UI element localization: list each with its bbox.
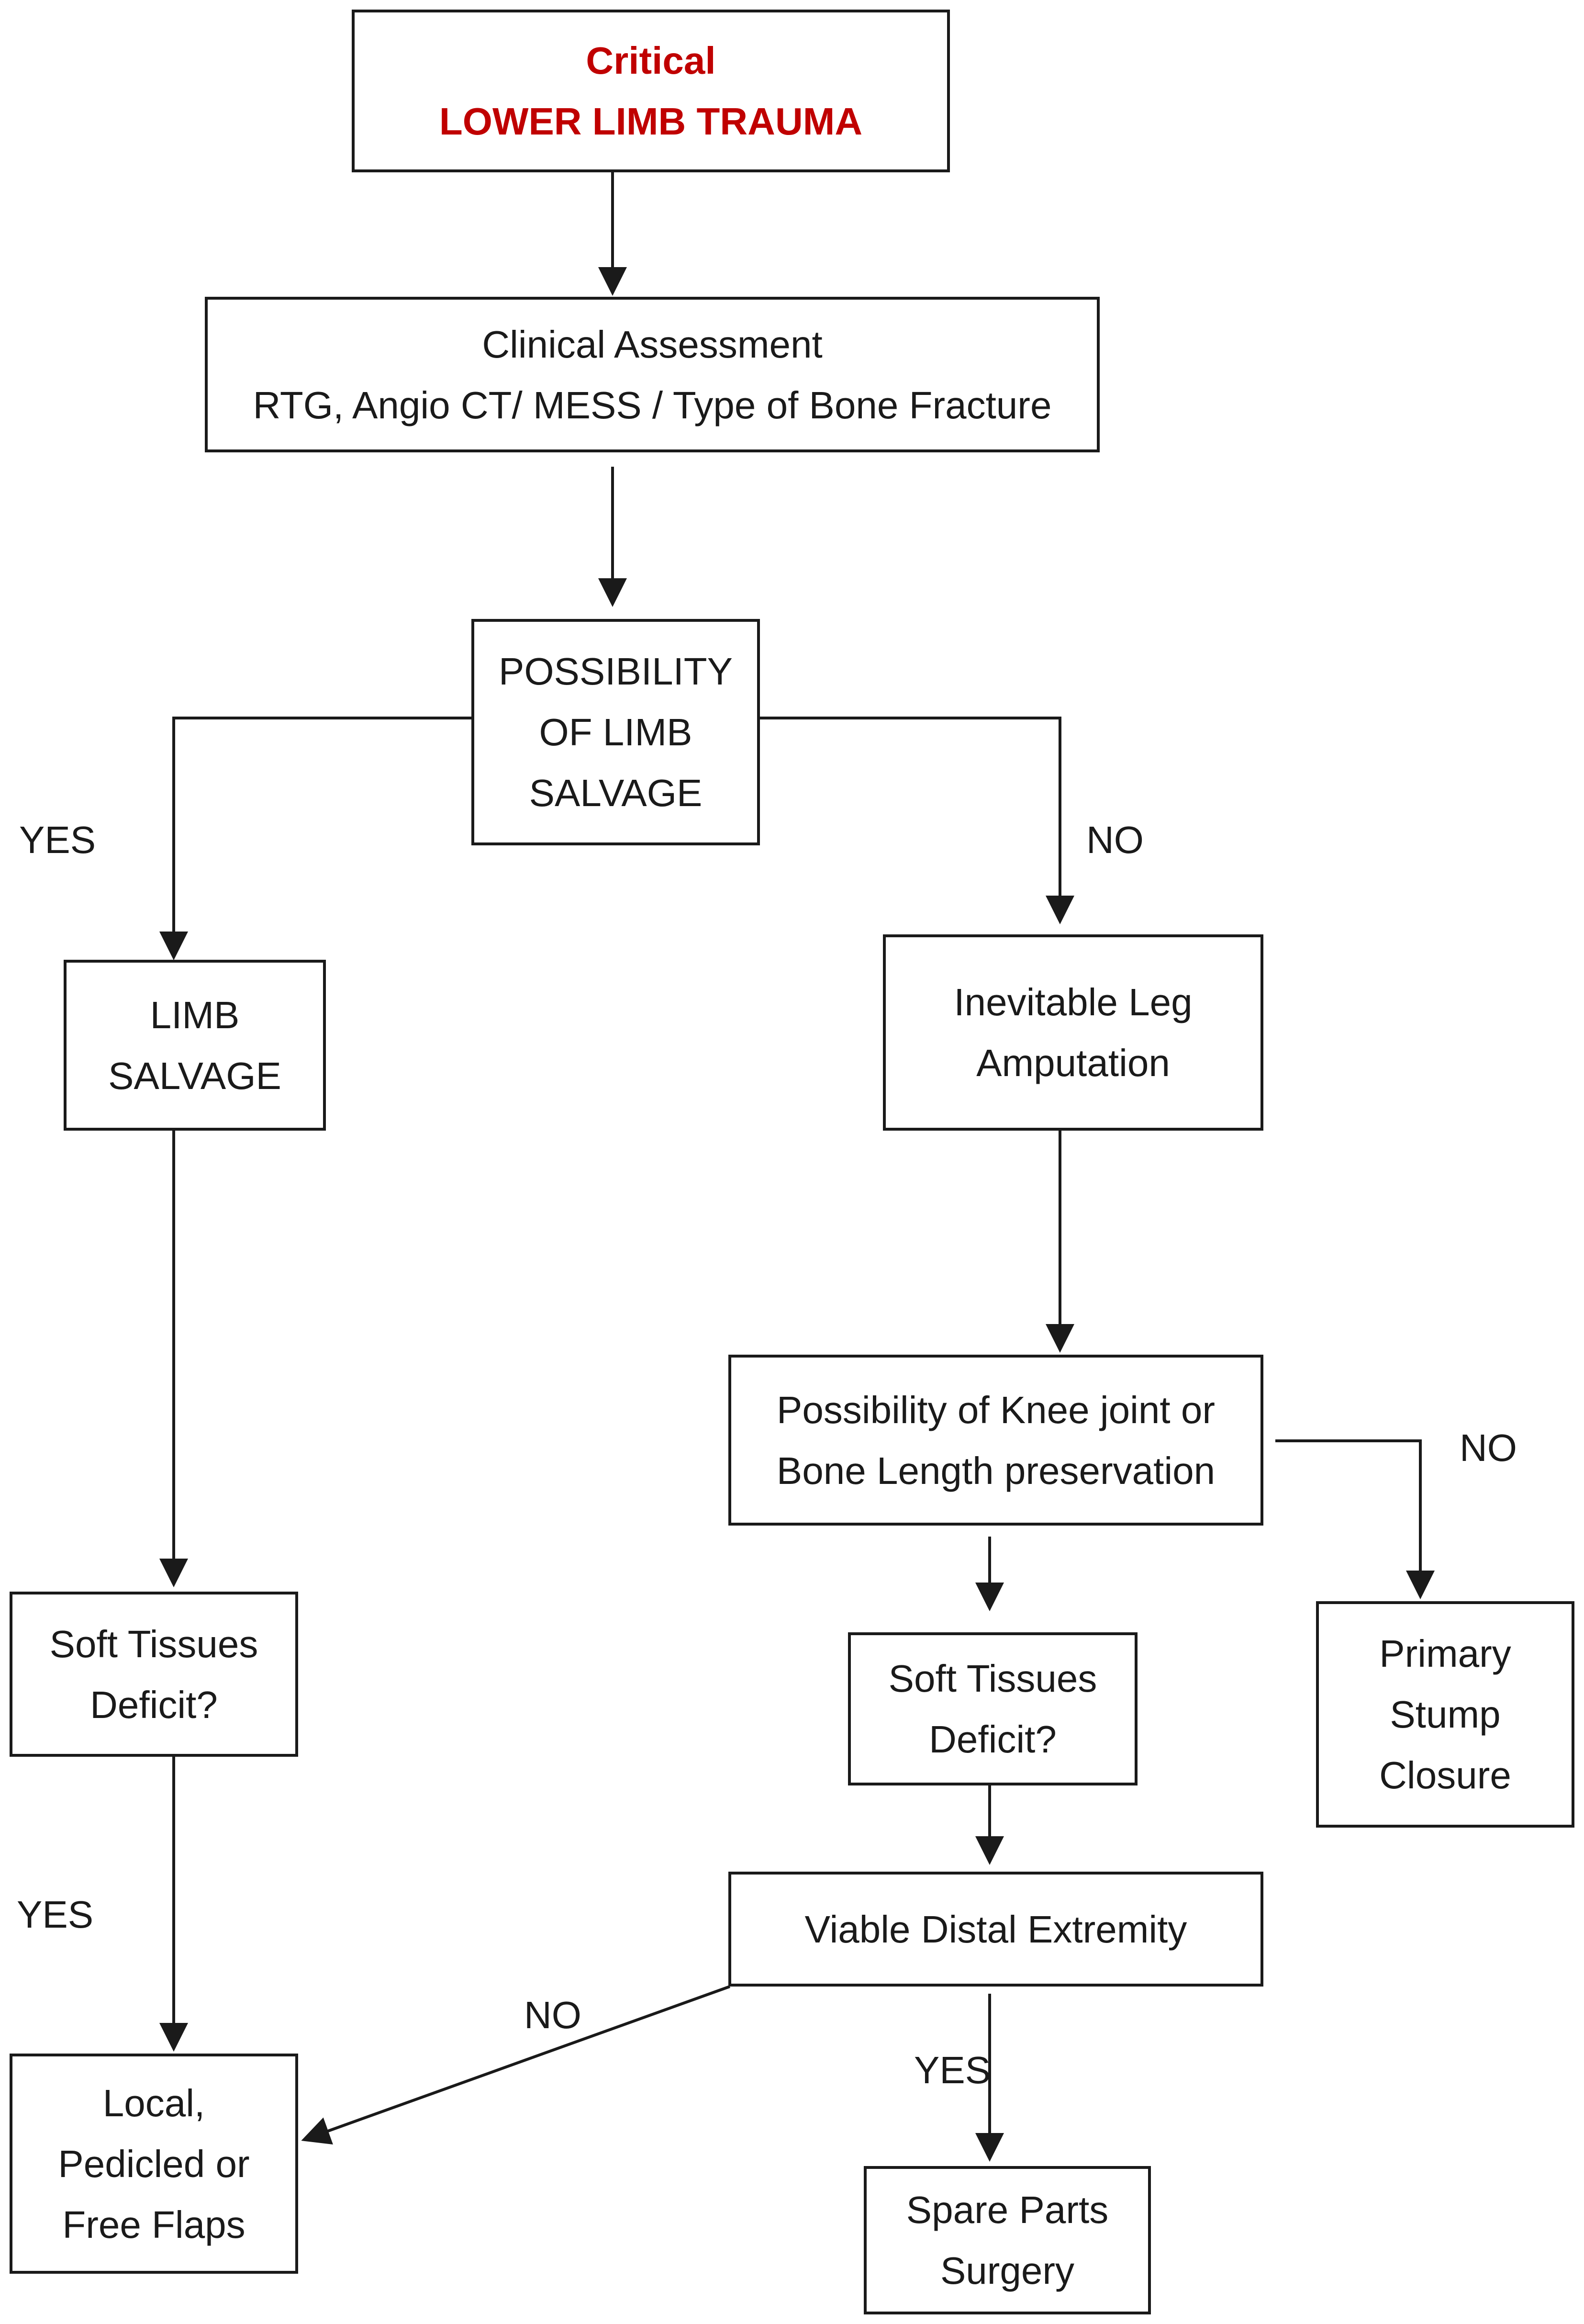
knee-line-2: Bone Length preservation xyxy=(776,1449,1216,1492)
clinical-assessment-detail: RTG, Angio CT/ MESS / Type of Bone Fract… xyxy=(253,383,1052,427)
node-inevitable-leg-amputation: Inevitable Leg Amputation xyxy=(883,934,1263,1131)
limb-salvage-line-1: LIMB xyxy=(150,993,240,1036)
spare-line-1: Spare Parts xyxy=(906,2189,1109,2231)
knee-line-1: Possibility of Knee joint or xyxy=(776,1388,1215,1431)
node-knee-joint-preservation: Possibility of Knee joint or Bone Length… xyxy=(728,1355,1263,1526)
possibility-line-2: OF LIMB xyxy=(539,711,692,753)
possibility-line-3: SALVAGE xyxy=(529,772,703,814)
possibility-line-1: POSSIBILITY xyxy=(498,650,733,693)
amputation-line-1: Inevitable Leg xyxy=(954,981,1193,1023)
node-limb-salvage: LIMB SALVAGE xyxy=(64,960,326,1131)
arrow-viable-no-to-flaps xyxy=(301,1985,731,2144)
stump-line-2: Stump xyxy=(1390,1693,1501,1736)
node-possibility-of-limb-salvage: POSSIBILITY OF LIMB SALVAGE xyxy=(471,619,760,845)
node-soft-tissues-deficit-middle: Soft Tissues Deficit? xyxy=(848,1632,1138,1785)
node-local-pedicled-free-flaps: Local, Pedicled or Free Flaps xyxy=(10,2054,298,2274)
node-soft-tissues-deficit-left: Soft Tissues Deficit? xyxy=(10,1592,298,1757)
limb-salvage-line-2: SALVAGE xyxy=(108,1054,281,1097)
edge-label-yes-soft: YES xyxy=(17,1893,94,1936)
node-primary-stump-closure: Primary Stump Closure xyxy=(1316,1601,1574,1828)
clinical-assessment-title: Clinical Assessment xyxy=(482,323,823,366)
soft-left-line-1: Soft Tissues xyxy=(49,1622,258,1665)
stump-line-3: Closure xyxy=(1379,1754,1511,1796)
edge-label-yes-viable: YES xyxy=(914,2049,991,2091)
flaps-line-2: Pedicled or xyxy=(58,2142,250,2185)
flaps-line-1: Local, xyxy=(102,2081,205,2124)
edge-label-yes-salvage: YES xyxy=(19,819,96,861)
node-clinical-assessment: Clinical Assessment RTG, Angio CT/ MESS … xyxy=(205,297,1100,452)
critical-label: Critical xyxy=(586,39,716,82)
node-viable-distal-extremity: Viable Distal Extremity xyxy=(728,1872,1263,1987)
amputation-line-2: Amputation xyxy=(976,1042,1170,1084)
node-spare-parts-surgery: Spare Parts Surgery xyxy=(864,2166,1151,2314)
lower-limb-trauma-label: LOWER LIMB TRAUMA xyxy=(439,100,863,143)
arrow-possibility-yes xyxy=(159,717,471,960)
edge-label-no-viable: NO xyxy=(524,1994,581,2036)
arrow-knee-no-to-stump xyxy=(1275,1439,1435,1599)
arrow-possibility-no xyxy=(760,717,1074,924)
spare-line-2: Surgery xyxy=(940,2249,1075,2292)
soft-left-line-2: Deficit? xyxy=(90,1683,218,1726)
edge-label-no-knee: NO xyxy=(1460,1426,1517,1469)
edge-label-no-salvage: NO xyxy=(1086,819,1144,861)
viable-line-1: Viable Distal Extremity xyxy=(804,1908,1187,1951)
stump-line-1: Primary xyxy=(1379,1632,1511,1675)
flaps-line-3: Free Flaps xyxy=(62,2203,245,2246)
soft-mid-line-2: Deficit? xyxy=(929,1718,1057,1761)
soft-mid-line-1: Soft Tissues xyxy=(888,1657,1097,1700)
node-critical-lower-limb-trauma: Critical LOWER LIMB TRAUMA xyxy=(352,10,950,172)
